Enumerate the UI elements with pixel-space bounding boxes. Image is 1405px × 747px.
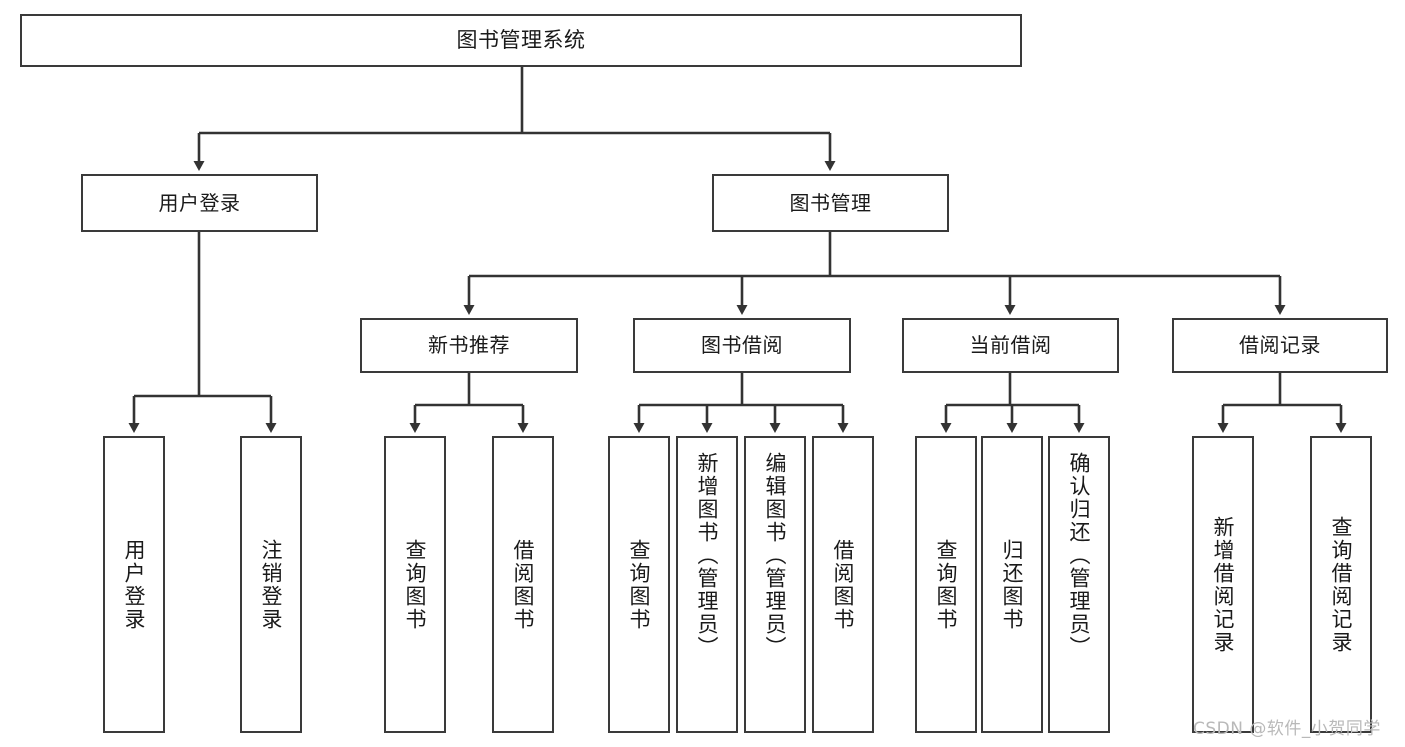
leaf-borrow-book-new[interactable]: 借阅图书 xyxy=(492,436,554,733)
node-label: 新增借阅记录 xyxy=(1211,515,1236,654)
leaf-confirm-return-admin[interactable]: 确认归还（管理员） xyxy=(1048,436,1110,733)
node-label: 图书管理系统 xyxy=(456,27,586,52)
leaf-add-book-admin[interactable]: 新增图书（管理员） xyxy=(676,436,738,733)
node-label: 图书管理 xyxy=(789,190,872,215)
node-label: 新增图书（管理员） xyxy=(695,452,720,659)
node-label: 查询借阅记录 xyxy=(1329,515,1354,654)
leaf-logout[interactable]: 注销登录 xyxy=(240,436,302,733)
node-book-borrow[interactable]: 图书借阅 xyxy=(633,318,851,373)
node-user-login[interactable]: 用户登录 xyxy=(81,174,318,232)
leaf-user-login[interactable]: 用户登录 xyxy=(103,436,165,733)
node-label: 借阅图书 xyxy=(831,538,856,631)
node-label: 注销登录 xyxy=(259,538,284,631)
node-label: 确认归还（管理员） xyxy=(1067,452,1092,659)
csdn-watermark: CSDN @软件_小贺同学 xyxy=(1193,719,1381,739)
leaf-return-book[interactable]: 归还图书 xyxy=(981,436,1043,733)
node-label: 查询图书 xyxy=(627,538,652,631)
node-label: 查询图书 xyxy=(934,538,959,631)
node-new-book-recommend[interactable]: 新书推荐 xyxy=(360,318,578,373)
node-borrow-record[interactable]: 借阅记录 xyxy=(1172,318,1388,373)
leaf-query-borrow-record[interactable]: 查询借阅记录 xyxy=(1310,436,1372,733)
node-label: 借阅记录 xyxy=(1239,333,1321,358)
node-label: 归还图书 xyxy=(1000,538,1025,631)
node-label: 用户登录 xyxy=(158,190,241,215)
leaf-query-book-borrow[interactable]: 查询图书 xyxy=(608,436,670,733)
node-root-system[interactable]: 图书管理系统 xyxy=(20,14,1022,67)
node-label: 用户登录 xyxy=(122,538,147,631)
node-label: 借阅图书 xyxy=(511,538,536,631)
node-label: 图书借阅 xyxy=(701,333,783,358)
node-book-management[interactable]: 图书管理 xyxy=(712,174,949,232)
node-label: 新书推荐 xyxy=(428,333,510,358)
node-label: 编辑图书（管理员） xyxy=(763,452,788,659)
leaf-query-book-new[interactable]: 查询图书 xyxy=(384,436,446,733)
node-current-borrow[interactable]: 当前借阅 xyxy=(902,318,1119,373)
leaf-query-book-current[interactable]: 查询图书 xyxy=(915,436,977,733)
node-label: 查询图书 xyxy=(403,538,428,631)
leaf-add-borrow-record[interactable]: 新增借阅记录 xyxy=(1192,436,1254,733)
leaf-edit-book-admin[interactable]: 编辑图书（管理员） xyxy=(744,436,806,733)
node-label: 当前借阅 xyxy=(969,333,1052,358)
leaf-borrow-book[interactable]: 借阅图书 xyxy=(812,436,874,733)
